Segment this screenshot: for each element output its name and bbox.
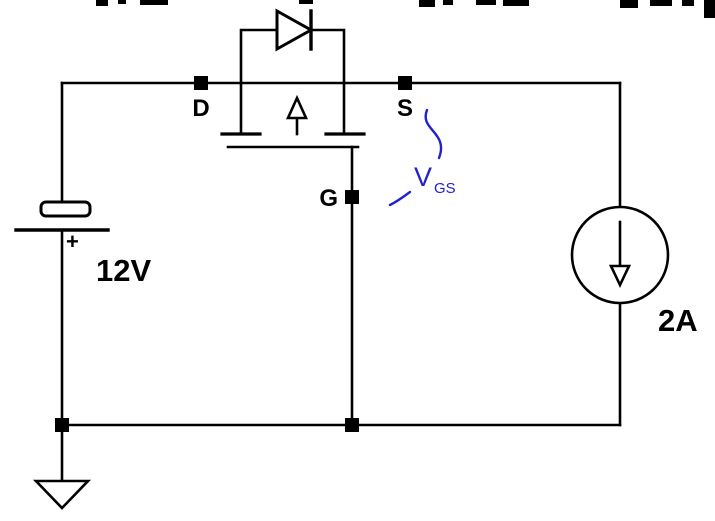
label-source: S xyxy=(397,95,413,122)
vgs-leader-dash xyxy=(388,190,412,207)
top-edge-crop-artifacts xyxy=(96,0,715,18)
crop-artifact xyxy=(443,0,453,5)
diode-triangle xyxy=(275,8,315,52)
crop-artifact xyxy=(503,0,529,6)
crop-artifact xyxy=(704,0,715,18)
crop-artifact xyxy=(620,0,638,8)
label-battery-value: 12V xyxy=(96,253,151,288)
crop-artifact xyxy=(419,0,435,7)
crop-artifact xyxy=(140,0,168,5)
labels: D S G + 12V 2A xyxy=(66,95,698,338)
label-drain: D xyxy=(192,95,209,122)
battery-plate-top xyxy=(39,200,92,218)
vgs-label: V xyxy=(414,162,432,192)
body-diode xyxy=(239,8,346,85)
mosfet-body-arrow-head xyxy=(285,94,309,120)
label-battery-plus: + xyxy=(66,229,79,254)
diode-anode-lead xyxy=(239,28,279,85)
ground-symbol xyxy=(32,479,92,510)
current-source-arrow-head xyxy=(608,264,632,289)
diode-cathode-lead xyxy=(309,28,346,85)
label-gate: G xyxy=(319,185,338,212)
current-source xyxy=(570,205,670,305)
node-source xyxy=(398,76,412,90)
vgs-leader-curve xyxy=(424,108,443,160)
battery xyxy=(14,200,110,232)
crop-artifact xyxy=(118,0,126,4)
vgs-annotation: V GS xyxy=(388,108,456,207)
crop-artifact xyxy=(476,0,496,5)
node-gate xyxy=(345,190,359,204)
node-bottom-left xyxy=(55,418,69,432)
node-bottom-middle xyxy=(345,418,359,432)
wires xyxy=(60,81,622,481)
label-current-source-value: 2A xyxy=(658,303,698,338)
junction-nodes xyxy=(55,76,412,432)
mosfet xyxy=(220,81,366,149)
vgs-label-subscript: GS xyxy=(434,180,456,197)
crop-artifact xyxy=(650,0,672,6)
crop-artifact xyxy=(682,0,694,6)
node-drain xyxy=(194,76,208,90)
crop-artifact xyxy=(299,0,313,4)
crop-artifact xyxy=(96,0,108,6)
